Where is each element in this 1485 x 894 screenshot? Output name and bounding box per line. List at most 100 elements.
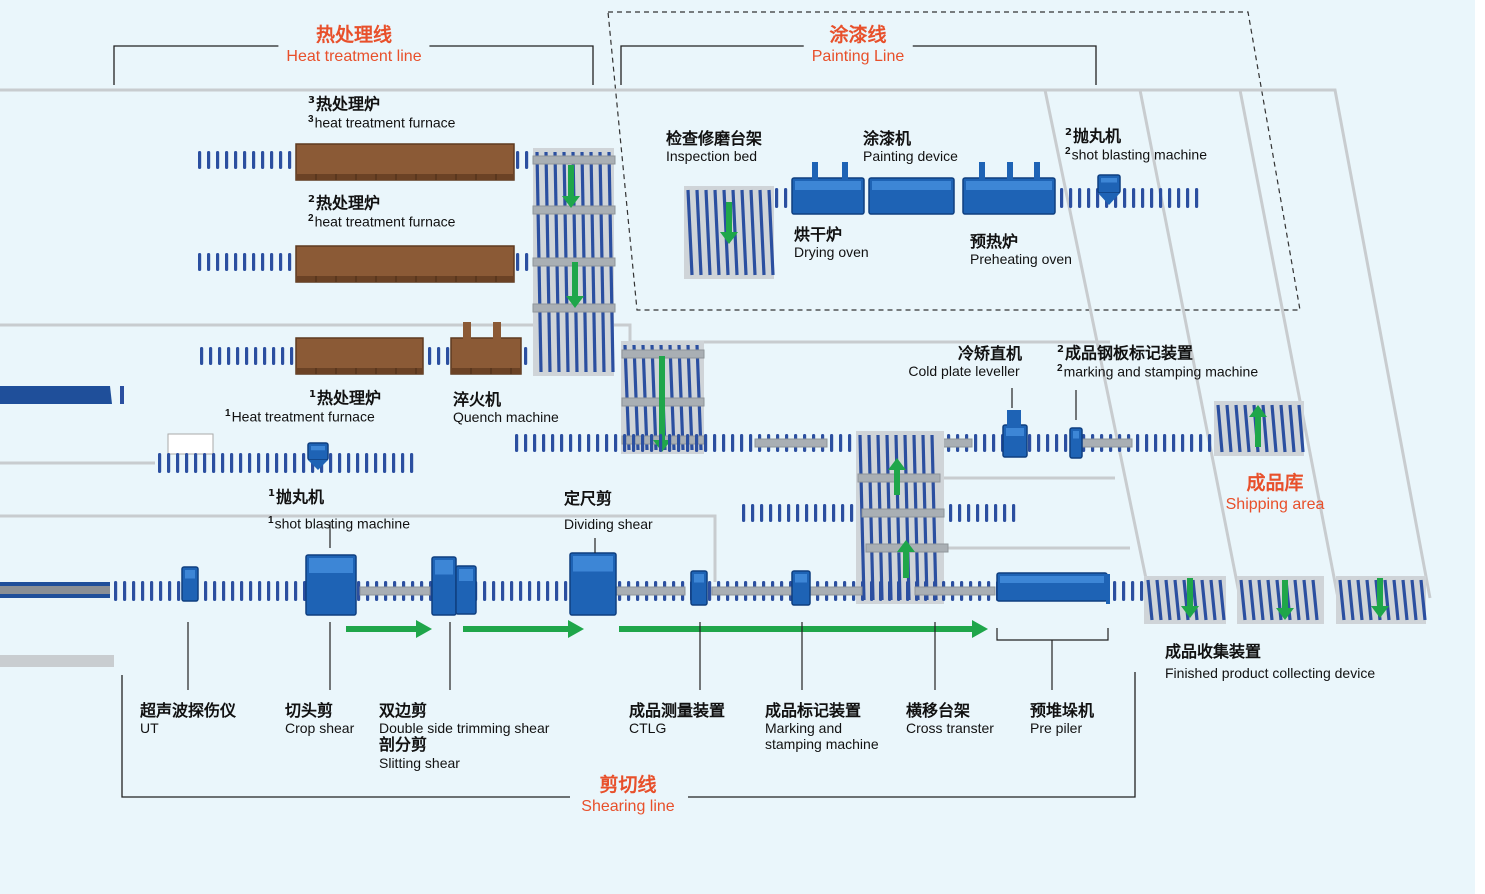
roller-shot-blast-1 (302, 453, 306, 473)
roller-shearing-line (1131, 581, 1135, 601)
plate-incoming-surface (0, 586, 110, 594)
cold-leveller-unit-top (1006, 428, 1024, 436)
roller-shearing-line (150, 581, 154, 601)
roller-painting-out (1078, 188, 1082, 208)
roller-side-line (751, 504, 755, 522)
roller-finishing-line (1046, 434, 1050, 452)
flow-arrow-shear-3-head (972, 620, 988, 638)
roller-finishing-line (569, 434, 573, 452)
shearing-bar (359, 586, 431, 596)
roller-shearing-line (879, 581, 883, 601)
roller-shot-blast-1 (257, 453, 261, 473)
roller-side-line (1012, 504, 1016, 522)
collect-table-1-rail (1164, 579, 1172, 621)
roller-furnace1-in (236, 347, 240, 365)
roller-furnace2-in (243, 253, 247, 271)
roller-side-line (796, 504, 800, 522)
roller-finishing-line (668, 434, 672, 452)
shearing-bar (914, 586, 996, 596)
shipping-transfer-upper-rail (1243, 404, 1251, 453)
pre-piler-unit-top (1000, 576, 1104, 583)
roller-shot-blast-1 (176, 453, 180, 473)
roller-shearing-line (537, 581, 541, 601)
roller-finishing-line (974, 434, 978, 452)
roller-finishing-line (605, 434, 609, 452)
roller-shot-blast-1 (410, 453, 414, 473)
shipping-transfer-upper-rail (1270, 404, 1278, 453)
roller-shearing-line (510, 581, 514, 601)
collect-table-2-rail (1248, 579, 1256, 621)
shipping-transfer-upper-rail (1297, 404, 1305, 453)
roller-furnace2-in (270, 253, 274, 271)
roller-furnace3-in (216, 151, 220, 169)
leader-pre-piler-bracket (996, 628, 1109, 641)
collect-table-3-rail (1338, 579, 1346, 621)
flow-arrow-collect-3-head (1371, 606, 1389, 618)
roller-shot-blast-1 (374, 453, 378, 473)
roller-finishing-line (596, 434, 600, 452)
finishing-bar (1079, 438, 1133, 448)
crop-shear-label: 切头剪 Crop shear (285, 701, 355, 737)
roller-shearing-line (258, 581, 262, 601)
roller-shearing-line (213, 581, 217, 601)
roller-furnace1-mid (428, 347, 432, 365)
roller-shearing-line (285, 581, 289, 601)
roller-finishing-line (1136, 434, 1140, 452)
finishing-bar (754, 438, 828, 448)
roller-shearing-line (528, 581, 532, 601)
painting-device-top (872, 181, 951, 190)
shear-bracket-right (688, 672, 1136, 798)
quench-nozzle (463, 322, 471, 340)
roller-shot-blast-1 (329, 453, 333, 473)
collect-table-2-rail (1311, 579, 1319, 621)
roller-shot-blast-1 (275, 453, 279, 473)
roller-finishing-line (1055, 434, 1059, 452)
collect-table-1-rail (1146, 579, 1154, 621)
dividing-shear-unit-top (573, 556, 613, 572)
collect-table-3-rail (1419, 579, 1427, 621)
roller-finishing-line (1163, 434, 1167, 452)
furnace-3-base (296, 174, 514, 180)
roller-furnace1-in (245, 347, 249, 365)
furnace-2-base (296, 276, 514, 282)
shot-blast-2-hopper (1098, 193, 1120, 205)
inspection-transfer-rail (686, 189, 694, 276)
roller-painting-out (1069, 188, 1073, 208)
paint-bracket-right (908, 45, 1097, 85)
roller-shearing-line (1122, 581, 1126, 601)
marking-unit-top (795, 574, 807, 583)
roller-shearing-line (897, 581, 901, 601)
dividing-shear-label: 定尺剪 Dividing shear (564, 489, 653, 533)
roller-furnace3-in (225, 151, 229, 169)
inspection-transfer-rail (758, 189, 766, 276)
roller-shot-blast-1 (293, 453, 297, 473)
roller-shot-blast-1 (347, 453, 351, 473)
plant-outline-diag-3 (1238, 89, 1340, 599)
roller-finishing-line (704, 434, 708, 452)
roller-furnace3-in (261, 151, 265, 169)
inspection-bed-label: 检查修磨台架 Inspection bed (666, 129, 763, 165)
preheating-oven-top (966, 181, 1052, 190)
marking-2-unit-top (1073, 431, 1079, 439)
roller-furnace1-in (254, 347, 258, 365)
roller-furnace3-in (234, 151, 238, 169)
roller-painting-out (1168, 188, 1172, 208)
roller-quench-out (524, 347, 528, 365)
roller-shearing-line (168, 581, 172, 601)
roller-side-line (985, 504, 989, 522)
roller-shearing-line (222, 581, 226, 601)
roller-finishing-line (659, 434, 663, 452)
roller-shot-blast-1 (221, 453, 225, 473)
preheating-oven-label: 预热炉 Preheating oven (970, 232, 1072, 268)
roller-furnace1-in (209, 347, 213, 365)
paint-bracket-left (620, 45, 810, 85)
roller-painting-out (1177, 188, 1181, 208)
shipping-transfer-upper-rail (1279, 404, 1287, 453)
plant-outline-bottom-slab (0, 655, 114, 667)
roller-side-line (958, 504, 962, 522)
roller-shot-blast-1 (194, 453, 198, 473)
slitting-shear-unit-top (459, 569, 473, 581)
roller-shot-blast-1 (383, 453, 387, 473)
roller-painting-out (1060, 188, 1064, 208)
